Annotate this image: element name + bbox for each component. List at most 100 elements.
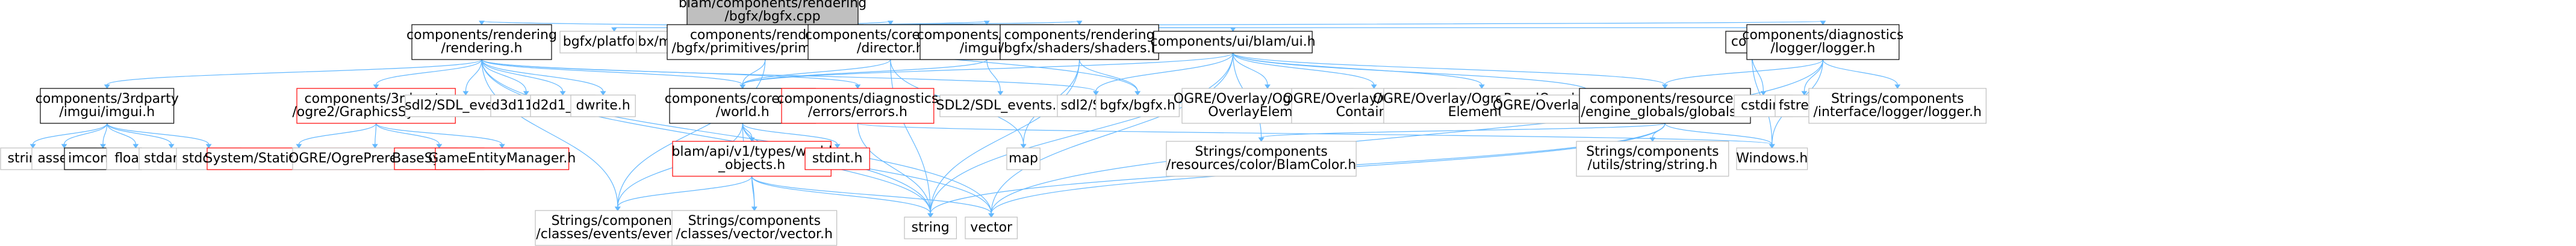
node-shaders[interactable]: components/rendering/bgfx/shaders/shader… xyxy=(1000,24,1160,60)
edge-line xyxy=(1822,59,1898,85)
node-dwrite: dwrite.h xyxy=(570,94,636,117)
edge-ogre-gfx-to-base-system xyxy=(376,123,443,149)
edge-line xyxy=(376,123,503,145)
node-vector: vector xyxy=(965,217,1018,239)
node-label: _objects.h xyxy=(718,158,785,173)
edge-line xyxy=(1233,52,1268,85)
edge-line xyxy=(376,123,440,145)
edge-line xyxy=(465,59,482,92)
edge-rendering-h-to-ogre-gfx xyxy=(373,59,482,89)
edge-arrowhead xyxy=(1370,84,1377,89)
edge-arrowhead xyxy=(611,27,617,32)
edge-arrowhead xyxy=(1662,84,1668,89)
edge-line xyxy=(481,59,527,92)
node-label: /bgfx/shaders/shaders.h xyxy=(1000,41,1160,56)
edge-line xyxy=(751,176,755,208)
node-box xyxy=(435,147,570,170)
edge-line xyxy=(102,123,108,145)
edge-arrowhead xyxy=(1258,137,1265,142)
node-stdint: stdint.h xyxy=(804,147,870,170)
edge-line xyxy=(986,59,1001,92)
node-sdl2-events: SDL2/SDL_events.h xyxy=(936,94,1065,117)
edge-arrowhead xyxy=(1093,91,1099,96)
edge-arrowhead xyxy=(1820,20,1826,25)
edge-rendering-h-to-errors xyxy=(481,59,861,89)
edge-rendering-h-to-sdl-events xyxy=(462,59,482,96)
edge-tp-imgui-to-imconfig xyxy=(100,123,108,149)
node-box xyxy=(411,24,552,60)
node-label: string xyxy=(912,220,950,235)
edge-ui-h-to-world xyxy=(739,52,1234,89)
node-label: components/rendering xyxy=(1004,28,1155,43)
edge-line xyxy=(298,123,377,145)
node-label: Strings/components xyxy=(688,214,821,229)
edge-line xyxy=(991,59,1823,214)
edge-line xyxy=(107,123,136,145)
edge-line xyxy=(751,176,931,214)
node-box xyxy=(939,94,1062,117)
node-label: bgfx/bgfx.h xyxy=(1100,98,1175,113)
edge-ui-h-to-string xyxy=(927,52,1234,218)
node-root[interactable]: blam/components/rendering/bgfx/bgfx.cpp xyxy=(679,0,866,28)
node-rendering-h[interactable]: components/rendering/rendering.h xyxy=(406,24,557,60)
edge-line xyxy=(742,59,766,85)
node-globals[interactable]: components/resources/engine_globals/glob… xyxy=(1579,88,1751,124)
edge-rendering-h-to-dwrite xyxy=(481,59,606,96)
edge-ui-h-to-sdl-h xyxy=(1093,52,1234,96)
edge-world-objects-to-strings-events xyxy=(614,176,753,211)
edge-arrowhead xyxy=(927,213,934,218)
node-label: dwrite.h xyxy=(576,98,630,113)
node-ui-h[interactable]: components/ui/blam/ui.h xyxy=(1150,31,1316,54)
edge-line xyxy=(742,52,1234,85)
node-label: /errors/errors.h xyxy=(808,105,907,120)
node-game-entity: GameEntityManager.h xyxy=(428,147,576,170)
node-label: /interface/logger/logger.h xyxy=(1813,105,1981,120)
node-director[interactable]: components/core/director/director.h xyxy=(805,24,977,60)
edge-arrowhead xyxy=(739,84,746,89)
edge-arrowhead xyxy=(462,91,469,96)
node-box xyxy=(1579,88,1751,124)
node-box xyxy=(1166,141,1357,177)
node-box xyxy=(1576,141,1729,177)
node-label: components/diagnostics xyxy=(777,91,938,106)
edge-line xyxy=(1233,52,1590,92)
node-errors: components/diagnostics/errors/errors.h xyxy=(777,88,938,124)
node-box xyxy=(570,94,636,117)
edge-arrowhead xyxy=(30,144,36,149)
edge-line xyxy=(1095,52,1234,92)
edge-line xyxy=(376,59,482,85)
edge-arrowhead xyxy=(983,20,990,25)
edge-line xyxy=(375,123,377,145)
edge-arrowhead xyxy=(1649,137,1656,142)
node-string: string xyxy=(904,217,957,239)
edge-arrowhead xyxy=(61,144,67,149)
node-tp-imgui[interactable]: components/3rdparty/imgui/imgui.h xyxy=(36,88,179,124)
edge-arrowhead xyxy=(373,84,379,89)
node-label: Windows.h xyxy=(1736,151,1808,166)
edge-line xyxy=(1664,59,1823,85)
edge-rendering-h-to-tp-imgui xyxy=(104,59,482,89)
node-label: Strings/components xyxy=(1195,144,1327,159)
edge-arrowhead xyxy=(854,84,861,89)
edge-line xyxy=(1233,52,1666,85)
node-box xyxy=(1153,31,1313,54)
edge-line xyxy=(107,59,482,85)
edge-arrowhead xyxy=(1230,27,1236,32)
edge-line xyxy=(481,59,604,92)
edge-tp-imgui-to-stdarg xyxy=(107,123,175,149)
node-box xyxy=(1736,147,1808,170)
edge-line xyxy=(107,123,172,145)
node-logger[interactable]: components/diagnostics/logger/logger.h xyxy=(1742,24,1903,60)
node-label: components/rendering xyxy=(406,28,557,43)
edge-line xyxy=(890,59,931,214)
node-label: /bgfx/bgfx.cpp xyxy=(724,9,820,24)
edge-rendering-h-to-d2d1 xyxy=(481,59,566,96)
edge-ui-h-to-vector xyxy=(988,52,1234,218)
node-box xyxy=(672,141,832,177)
node-world-objects: blam/api/v1/types/world_objects.h xyxy=(671,141,832,177)
edge-line xyxy=(481,59,743,85)
edge-ui-h-to-globals xyxy=(1233,52,1668,89)
edge-globals-to-blam-color xyxy=(1258,123,1666,142)
node-label: components/3rdparty xyxy=(36,91,179,106)
